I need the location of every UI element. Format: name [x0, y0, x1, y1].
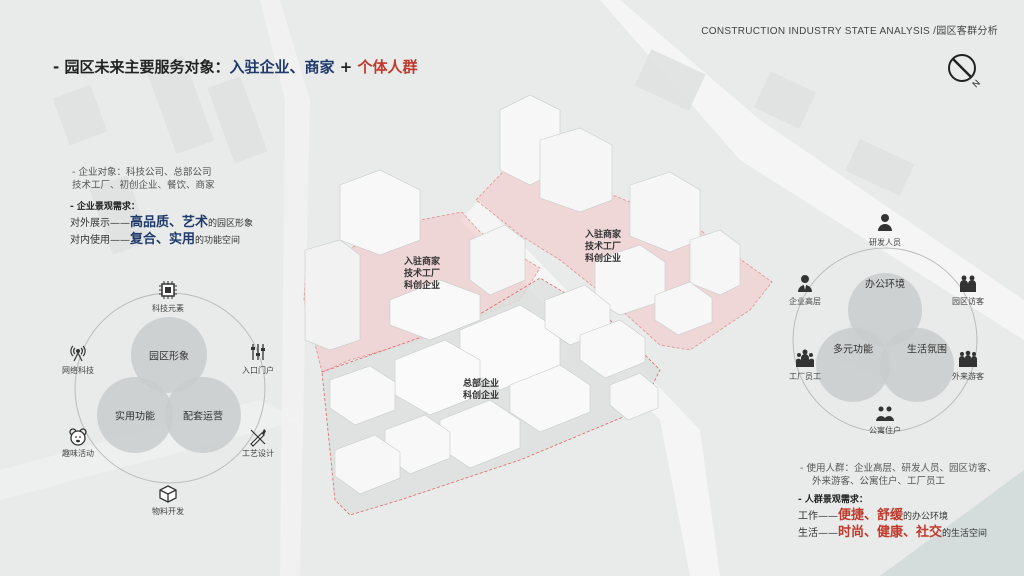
ring-right-top: 研发人员 [869, 238, 901, 247]
zone-c-line2: 科创企业 [463, 391, 500, 401]
ring-right-left-lower: 工厂员工 [789, 372, 821, 381]
people-needs-heading: - 人群景观需求： [798, 495, 868, 505]
people-need2-suffix: 的生活空间 [942, 529, 988, 539]
zone-b-label: 入驻商家 技术工厂 科创企业 [585, 229, 621, 265]
enterprise-need1: 对外展示——高品质、艺术的园区形象 [70, 215, 253, 232]
people-need1-prefix: 工作—— [798, 511, 838, 522]
venn-circle-multi [816, 328, 890, 402]
zone-c-line1: 总部企业 [463, 379, 500, 389]
zone-b-line1: 入驻商家 [585, 230, 622, 240]
enterprise-venn-diagram [74, 292, 266, 484]
north-compass-icon: N [948, 54, 982, 90]
people-need2-highlight: 时尚、健康、社交 [838, 525, 943, 540]
researcher-icon [878, 214, 892, 231]
ring-label-left-lower: 趣味活动 [62, 449, 94, 458]
title-prefix: - 园区未来主要服务对象： [53, 58, 230, 76]
need1-suffix: 的园区形象 [208, 219, 254, 229]
tourists-icon [959, 350, 977, 367]
need1-highlight: 高品质、艺术 [130, 215, 209, 230]
title-highlight-blue: 入驻企业、商家 [229, 58, 335, 76]
people-need1-highlight: 便捷、舒缓 [838, 508, 904, 523]
people-need2: 生活——时尚、健康、社交的生活空间 [798, 525, 987, 542]
venn-label-image: 园区形象 [149, 351, 189, 363]
people-need1: 工作——便捷、舒缓的办公环境 [798, 508, 987, 525]
ring-label-bottom: 物料开发 [152, 507, 184, 516]
sliders-icon [251, 344, 265, 360]
need2-prefix: 对内使用—— [70, 235, 130, 246]
workers-icon [796, 349, 814, 367]
enterprise-needs: - 企业景观需求： 对外展示——高品质、艺术的园区形象 对内使用——复合、实用的… [70, 199, 253, 249]
header-breadcrumb: CONSTRUCTION INDUSTRY STATE ANALYSIS /园区… [701, 26, 998, 37]
venn-label-operation: 配套运营 [183, 411, 223, 423]
venn-circle-function [97, 377, 173, 453]
venn-label-multi: 多元功能 [833, 344, 873, 356]
people-users-line1: - 使用人群：企业高层、研发人员、园区访客、 [800, 463, 997, 474]
venn-label-function: 实用功能 [115, 411, 155, 423]
chip-icon [159, 281, 177, 299]
residents-icon [876, 406, 894, 421]
zone-b-line3: 科创企业 [585, 254, 622, 264]
ring-right-right-upper: 园区访客 [952, 297, 984, 306]
title-plus: + [334, 58, 358, 76]
zone-a-line1: 入驻商家 [404, 257, 441, 267]
venn-circle-office [848, 273, 922, 347]
venn-label-life: 生活氛围 [907, 344, 947, 356]
people-need2-prefix: 生活—— [798, 528, 838, 539]
ring-right-left-upper: 企业高层 [789, 297, 821, 306]
ring-label-right-upper: 入口门户 [242, 366, 274, 375]
enterprise-targets-line1: - 企业对象：科技公司、总部公司 [72, 167, 212, 178]
ring-right-right-lower: 外来游客 [952, 372, 984, 381]
need2-highlight: 复合、实用 [130, 232, 196, 247]
antenna-icon [70, 345, 86, 362]
people-venn-diagram [792, 247, 978, 433]
visitors-icon [960, 275, 976, 292]
executive-icon [798, 275, 812, 292]
ring-label-left-upper: 网络科技 [62, 366, 94, 375]
zone-a-label: 入驻商家 技术工厂 科创企业 [404, 256, 440, 292]
design-tools-icon [250, 429, 266, 447]
box-icon [159, 485, 177, 503]
need1-prefix: 对外展示—— [70, 218, 130, 229]
people-users: - 使用人群：企业高层、研发人员、园区访客、 外来游客、公寓住户、工厂员工 [800, 462, 996, 488]
people-needs: - 人群景观需求： 工作——便捷、舒缓的办公环境 生活——时尚、健康、社交的生活… [798, 492, 987, 542]
enterprise-needs-heading: - 企业景观需求： [70, 202, 140, 212]
page-title: - 园区未来主要服务对象：入驻企业、商家 + 个体人群 [53, 56, 418, 77]
ring-label-right-lower: 工艺设计 [242, 449, 274, 458]
people-need1-suffix: 的办公环境 [903, 512, 949, 522]
venn-circle-life [880, 328, 954, 402]
venn-label-office: 办公环境 [865, 279, 905, 291]
enterprise-need2: 对内使用——复合、实用的功能空间 [70, 232, 253, 249]
compass-label: N [970, 78, 982, 90]
zone-a-line2: 技术工厂 [404, 269, 441, 279]
zone-b-line2: 技术工厂 [585, 242, 622, 252]
need2-suffix: 的功能空间 [195, 236, 241, 246]
people-users-line2: 外来游客、公寓住户、工厂员工 [812, 476, 946, 487]
bear-icon [69, 428, 87, 446]
title-highlight-red: 个体人群 [357, 58, 418, 76]
enterprise-targets-line2: 技术工厂、初创企业、餐饮、商家 [72, 180, 215, 191]
ring-right-bottom: 公寓住户 [869, 426, 901, 435]
zone-c-label: 总部企业 科创企业 [463, 378, 499, 402]
venn-circle-operation [165, 377, 241, 453]
venn-circle-image [131, 317, 207, 393]
enterprise-targets: - 企业对象：科技公司、总部公司 技术工厂、初创企业、餐饮、商家 [72, 166, 215, 192]
ring-label-top: 科技元素 [152, 304, 184, 313]
zone-a-line3: 科创企业 [404, 281, 441, 291]
